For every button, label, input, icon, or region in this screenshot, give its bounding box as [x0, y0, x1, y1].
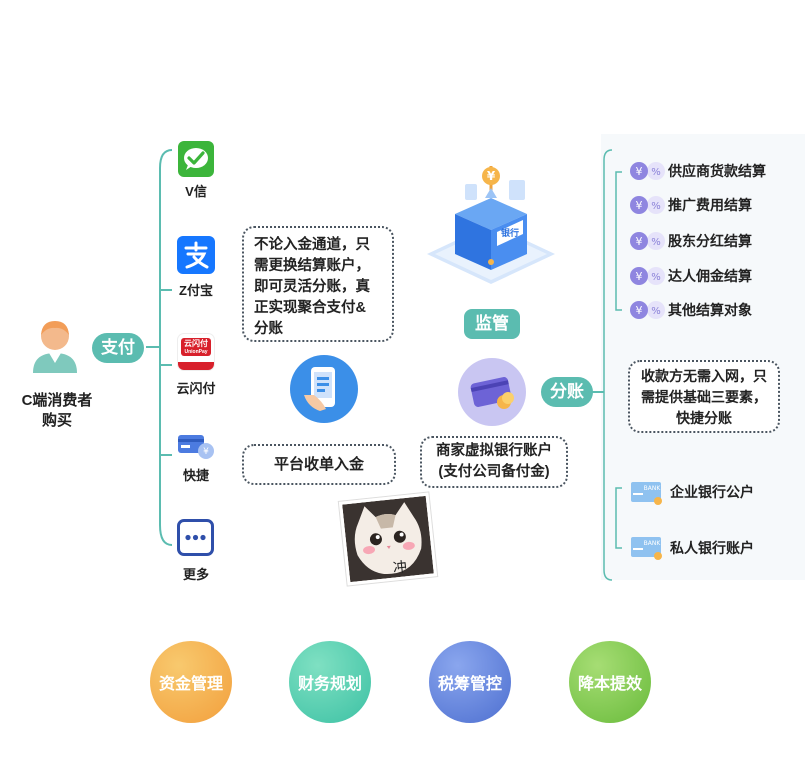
- svg-text:BANK: BANK: [644, 540, 662, 547]
- yuan-percent-icon: %¥: [628, 266, 668, 286]
- supervise-pill: 监管: [464, 309, 520, 339]
- svg-text:%: %: [651, 237, 661, 248]
- payee-note: 收款方无需入网，只 需提供基础三要素， 快捷分账: [628, 360, 780, 433]
- svg-text:%: %: [651, 272, 661, 283]
- quick-pay-card-icon[interactable]: ¥: [176, 431, 216, 461]
- settlement-item-commission: 达人佣金结算: [668, 268, 752, 284]
- aggregation-note: 不论入金通道，只 需更换结算账户， 即可灵活分账，真 正实现聚合支付& 分账: [242, 226, 394, 342]
- benefit-cost-efficiency: 降本提效: [569, 641, 651, 723]
- svg-text:¥: ¥: [636, 235, 643, 248]
- yuan-percent-icon: %¥: [628, 300, 668, 320]
- yuan-percent-icon: %¥: [628, 195, 668, 215]
- alipay-icon[interactable]: [177, 236, 215, 274]
- account-personal: 私人银行账户: [670, 540, 754, 556]
- yuan-percent-icon: %¥: [628, 161, 668, 181]
- bank-building-icon: 银行 ¥: [425, 158, 557, 290]
- wechat-icon[interactable]: [178, 141, 214, 177]
- svg-text:¥: ¥: [636, 165, 643, 178]
- settlement-item-dividend: 股东分红结算: [668, 233, 752, 249]
- account-corporate: 企业银行公户: [670, 484, 754, 500]
- platform-collect-box: 平台收单入金: [242, 444, 396, 485]
- svg-text:%: %: [651, 201, 661, 212]
- phone-payment-icon: [290, 355, 358, 423]
- method-label-more: 更多: [182, 567, 209, 582]
- method-label-alipay: Z付宝: [179, 283, 213, 298]
- bank-card-icon: BANK: [630, 480, 664, 506]
- consumer-label: C端消费者 购买: [21, 392, 93, 429]
- sticker-caption: 冲: [392, 559, 408, 577]
- cat-sticker-image: 冲: [338, 492, 438, 586]
- settlement-item-supplier: 供应商货款结算: [668, 163, 766, 179]
- method-label-wechat: V信: [185, 184, 207, 199]
- settlement-item-other: 其他结算对象: [668, 302, 752, 318]
- merchant-account-box: 商家虚拟银行账户 (支付公司备付金): [420, 436, 568, 488]
- svg-text:¥: ¥: [636, 304, 643, 317]
- consumer-avatar-icon: [30, 317, 80, 373]
- pay-pill: 支付: [92, 333, 144, 363]
- benefit-fund-management: 资金管理: [150, 641, 232, 723]
- svg-text:¥: ¥: [636, 199, 643, 212]
- svg-text:%: %: [651, 306, 661, 317]
- svg-text:¥: ¥: [203, 447, 209, 457]
- bank-card-icon: BANK: [630, 535, 664, 561]
- benefit-tax-planning: 税筹管控: [429, 641, 511, 723]
- unionpay-icon[interactable]: 云闪付 UnionPay: [178, 334, 214, 370]
- bank-card-circle-icon: [458, 358, 526, 426]
- method-label-unionpay: 云闪付: [176, 381, 216, 396]
- settlement-item-promotion: 推广费用结算: [668, 197, 752, 213]
- method-label-quick: 快捷: [182, 468, 209, 483]
- svg-text:¥: ¥: [636, 270, 643, 283]
- bank-sign: 银行: [501, 227, 519, 238]
- split-pill: 分账: [541, 377, 593, 407]
- more-dots-icon[interactable]: [177, 519, 214, 556]
- svg-text:BANK: BANK: [644, 485, 662, 492]
- yuan-percent-icon: %¥: [628, 231, 668, 251]
- benefit-financial-planning: 财务规划: [289, 641, 371, 723]
- svg-text:¥: ¥: [487, 169, 496, 183]
- svg-text:%: %: [651, 167, 661, 178]
